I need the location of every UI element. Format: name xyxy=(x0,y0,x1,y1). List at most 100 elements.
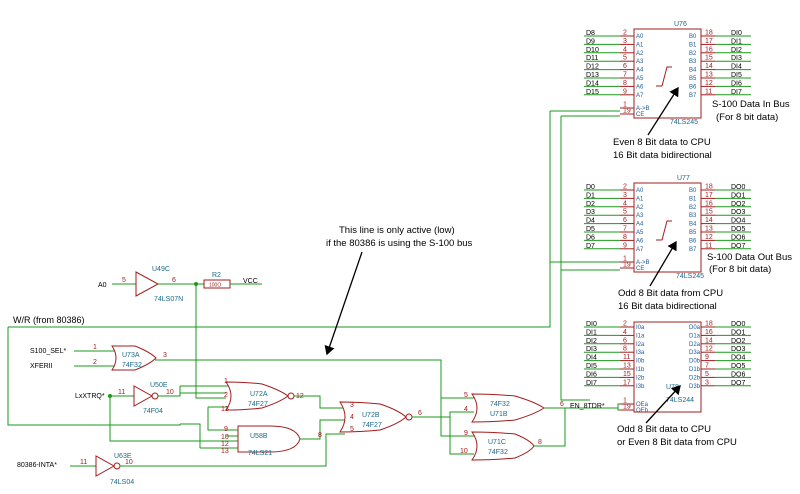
u76pins-net-right-2: DI2 xyxy=(731,47,742,54)
annotation-datain-1: S-100 Data In Bus xyxy=(712,99,790,110)
u76pins-ctrl-pin-0: 1 xyxy=(623,102,627,109)
u76pins-pin-left-7: 9 xyxy=(623,88,627,95)
u58b-pin-12: 12 xyxy=(221,441,229,448)
u76pins-ctrl-pin-1: 19 xyxy=(623,108,631,115)
u78pins-pin-right-1: 16 xyxy=(705,329,713,336)
annotations: S-100 Data In Bus (For 8 bit data) Even … xyxy=(324,86,792,448)
u72b-type: 74F27 xyxy=(362,422,382,429)
annotation-odd8-2: or Even 8 Bit data from CPU xyxy=(617,437,737,448)
u49c-pin-out: 6 xyxy=(172,277,176,284)
u76pins-pin-left-4: 6 xyxy=(623,63,627,70)
u76pins-net-right-4: DI4 xyxy=(731,64,742,71)
u77-type: 74LS245 xyxy=(676,273,704,280)
u77pins-net-right-0: DO0 xyxy=(731,184,746,191)
u72a-pin-13: 13 xyxy=(221,406,229,413)
net-s100sel: S100_SEL* xyxy=(30,348,66,355)
annotation-active-1: This line is only active (low) xyxy=(339,225,455,236)
u49c-type: 74LS07N xyxy=(154,296,183,303)
u58b-pin-8: 8 xyxy=(318,432,322,439)
u76pins-net-right-1: DI1 xyxy=(731,38,742,45)
u78pins-net-left-1: DI1 xyxy=(586,329,597,336)
u76pins-net-right-5: DI5 xyxy=(731,72,742,79)
u77pins-net-left-4: D4 xyxy=(586,218,595,225)
u78pins-pinlabel-left-2: I2a xyxy=(636,342,645,348)
u77pins-pin-right-2: 16 xyxy=(705,200,713,207)
u76pins-pinlabel-left-7: A7 xyxy=(636,93,644,99)
u71c-pin-8: 8 xyxy=(538,439,542,446)
u77pins-pinlabel-left-5: A5 xyxy=(636,230,644,236)
u78pins-net-right-5: DO5 xyxy=(731,363,746,370)
u77pins-pinlabel-left-4: A4 xyxy=(636,222,644,228)
u78pins-pinlabel-right-0: D0a xyxy=(689,325,701,331)
u78pins-pin-left-4: 11 xyxy=(623,354,630,361)
u63e-ref: U63E xyxy=(114,453,132,460)
u71c-or-gate: 9 10 8 U71C 74F32 xyxy=(460,430,542,461)
u77pins-net-left-2: D2 xyxy=(586,201,595,208)
u78pins-pin-right-5: 7 xyxy=(705,363,709,370)
u71c-pin-9: 9 xyxy=(464,430,468,437)
u76pins-pinlabel-right-2: B2 xyxy=(689,51,697,57)
u78pins-net-left-0: DI0 xyxy=(586,321,597,328)
u78pins-pin-right-2: 14 xyxy=(705,337,713,344)
annotation-odd8-1: Odd 8 Bit data to CPU xyxy=(617,424,711,435)
u76pins-ctrl-label-0: A->B xyxy=(636,106,650,112)
u77pins-net-right-7: DO7 xyxy=(731,243,746,250)
u73a-ref: U73A xyxy=(122,352,140,359)
u77pins-pin-right-0: 18 xyxy=(705,184,713,191)
u77pins-ctrl-label-1: CE xyxy=(636,266,644,272)
u77pins-pin-right-3: 15 xyxy=(705,209,713,216)
u77pins-pin-left-6: 8 xyxy=(623,234,627,241)
u76pins-pin-right-2: 16 xyxy=(705,46,713,53)
u76pins-pinlabel-left-6: A6 xyxy=(636,84,644,90)
u77pins-pin-right-1: 17 xyxy=(705,192,713,199)
u77-schmitt-symbol xyxy=(656,220,672,241)
u58b-ref: U58B xyxy=(250,433,268,440)
u78pins-pinlabel-left-4: I0b xyxy=(636,359,645,365)
u73a-type: 74F32 xyxy=(122,362,142,369)
u76pins-pinlabel-right-4: B4 xyxy=(689,68,697,74)
u78pins-pin-left-1: 4 xyxy=(623,329,627,336)
u77pins-net-left-5: D5 xyxy=(586,226,595,233)
u77pins-pinlabel-right-0: B0 xyxy=(689,188,697,194)
u78pins-ctrl-label-1: OEb xyxy=(636,408,649,414)
net-en8tdr: EN_8TDR* xyxy=(570,403,605,410)
annotation-dataout-2: (For 8 bit data) xyxy=(709,264,771,275)
r2-ref: R2 xyxy=(212,272,221,279)
u77pins-pinlabel-right-5: B5 xyxy=(689,230,697,236)
net-wr: W/R (from 80386) xyxy=(13,315,85,325)
u76pins-pin-left-6: 8 xyxy=(623,80,627,87)
u50e-inverter: 11 10 U50E 74F04 xyxy=(108,382,226,442)
u77pins-ctrl-label-0: A->B xyxy=(636,260,650,266)
u78pins-net-left-4: DI4 xyxy=(586,355,597,362)
u72b-nor-gate: 3 4 5 6 U72B 74F27 xyxy=(339,401,474,455)
u77pins-pinlabel-left-3: A3 xyxy=(636,213,644,219)
u77pins-pin-left-2: 4 xyxy=(623,200,627,207)
u58b-pin-13: 13 xyxy=(221,448,229,455)
net-xferii: XFERII xyxy=(30,363,53,370)
u77pins-net-right-2: DO2 xyxy=(731,201,746,208)
u78pins-pin-left-6: 15 xyxy=(623,371,631,378)
u77pins-pinlabel-right-1: B1 xyxy=(689,196,697,202)
u77pins-net-right-1: DO1 xyxy=(731,192,746,199)
net-inta: 80386-INTA* xyxy=(17,462,57,469)
u78pins-pinlabel-right-4: D0b xyxy=(689,359,701,365)
u78pins-net-right-7: DO7 xyxy=(731,380,746,387)
u78pins-pinlabel-left-1: I1a xyxy=(636,333,645,339)
u77pins-pinlabel-left-2: A2 xyxy=(636,205,644,211)
u77pins-net-right-3: DO3 xyxy=(731,209,746,216)
u72b-ref: U72B xyxy=(362,412,380,419)
u71b-pin-5: 5 xyxy=(464,392,468,399)
u71b-type: 74F32 xyxy=(490,401,510,408)
u76pins-pin-right-7: 11 xyxy=(705,88,712,95)
u63e-pin-11: 11 xyxy=(80,459,87,466)
u76pins-pin-left-2: 4 xyxy=(623,46,627,53)
u76-schmitt-symbol xyxy=(656,66,672,87)
u77pins-net-right-6: DO6 xyxy=(731,234,746,241)
r2-value: 100O xyxy=(209,283,221,289)
u49c-pin-in: 5 xyxy=(122,277,126,284)
annotation-even-2: 16 Bit data bidirectional xyxy=(613,150,712,161)
u72a-nor-gate: 1 2 13 12 U72A 74F27 xyxy=(179,378,345,413)
u78pins-net-right-2: DO2 xyxy=(731,338,746,345)
u50e-pin-11: 11 xyxy=(118,389,125,396)
